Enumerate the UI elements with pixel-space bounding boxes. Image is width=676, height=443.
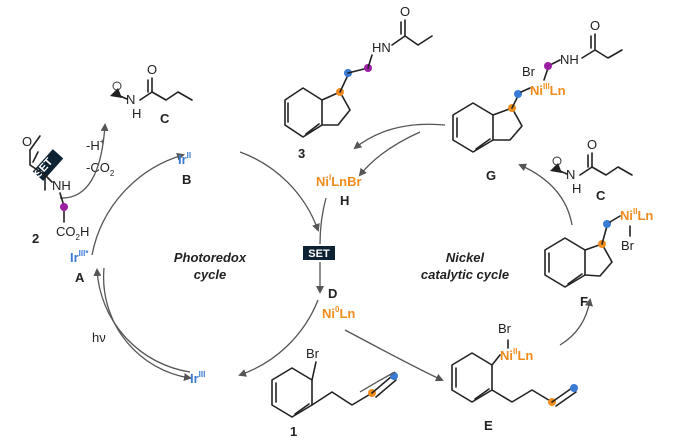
complex-g-nh: NH — [560, 52, 579, 67]
complex-g-purple-dot — [544, 62, 552, 70]
nickel-title-line2: catalytic cycle — [421, 267, 509, 282]
arrow-decarboxylation — [59, 123, 109, 199]
complex-f-nickel: NiIILn — [620, 207, 653, 223]
radical-right-dot-marker — [552, 156, 562, 166]
arrow-b-to-set — [239, 151, 320, 232]
minus-proton: -H+ — [86, 137, 105, 153]
arrow-g-to-product — [353, 123, 446, 150]
acid-co2h: CO2H — [56, 224, 89, 242]
arrow-e-to-f — [559, 298, 593, 346]
set-box-center: SET — [303, 246, 335, 260]
complex-e-nickel: NiIILn — [500, 347, 533, 363]
label-f: F — [580, 294, 588, 309]
photoredox-cycle-arrows — [91, 151, 320, 382]
product-oxygen: O — [400, 4, 410, 19]
complex-f: NiIILn Br F — [544, 207, 653, 309]
complex-f-br: Br — [621, 238, 635, 253]
product-hn: HN — [372, 40, 391, 55]
complex-g: NiIIILn Br NH O G — [452, 18, 623, 183]
radical-right-h: H — [572, 181, 581, 196]
radical-top-n: N — [126, 92, 135, 107]
set-box-bg — [303, 246, 335, 260]
complex-f-blue-dot — [603, 220, 611, 228]
arrow-hv-excitation — [93, 268, 191, 373]
label-c-right: C — [596, 188, 606, 203]
ir-reduced: IrII — [178, 151, 191, 167]
arrow-g-to-h — [358, 131, 421, 177]
label-g: G — [486, 168, 496, 183]
complex-e-blue-dot — [570, 384, 578, 392]
label-3: 3 — [298, 146, 305, 161]
nickel-0-complex: Ni0Ln — [322, 305, 355, 321]
molecule-2-acid: O NH CO2H 2 — [22, 134, 89, 246]
label-b: B — [182, 172, 191, 187]
radical-top-oxygen: O — [147, 62, 157, 77]
radical-dot-marker — [112, 81, 122, 91]
set-box-bg — [32, 149, 64, 181]
radical-wedge — [110, 88, 122, 98]
radical-right-wedge — [550, 163, 562, 173]
light-label: hν — [92, 330, 106, 345]
radical-c-top: O N H C — [110, 62, 193, 126]
label-1: 1 — [290, 424, 297, 439]
label-a: A — [75, 270, 85, 285]
ir-ground: IrIII — [190, 370, 205, 386]
arrow-return — [102, 267, 192, 382]
radical-precursor-dot — [60, 203, 68, 211]
set-label-center: SET — [308, 248, 330, 260]
radical-c-right: O N H C — [550, 137, 633, 203]
acid-nh: NH — [52, 178, 71, 193]
arrow-f-to-g — [518, 163, 573, 226]
ir-excited: IrIII* — [70, 249, 89, 265]
complex-e: Br NiIILn E — [451, 321, 578, 433]
label-e: E — [484, 418, 493, 433]
label-c-top: C — [160, 111, 170, 126]
complex-e-br: Br — [498, 321, 512, 336]
complex-g-blue-dot — [514, 90, 522, 98]
minus-co2: -CO2 — [86, 160, 115, 178]
arrow-to-ir-ground — [238, 299, 319, 377]
aryl-bromide-1: Br 1 — [271, 346, 398, 439]
complex-g-oxygen: O — [590, 18, 600, 33]
complex-g-br: Br — [522, 64, 536, 79]
complex-g-nickel: NiIIILn — [530, 82, 566, 98]
nickel-title-line1: Nickel — [446, 250, 485, 265]
nickel-1-complex: NiILnBr — [316, 173, 362, 189]
product-3: HN O 3 — [284, 4, 433, 161]
photoredox-title-line2: cycle — [194, 267, 227, 282]
acid-oxygen: O — [22, 134, 32, 149]
aryl-bromide-br: Br — [306, 346, 320, 361]
arrow-d-to-e — [344, 329, 444, 382]
radical-right-n: N — [566, 167, 575, 182]
radical-right-oxygen: O — [587, 137, 597, 152]
photoredox-title-line1: Photoredox — [174, 250, 247, 265]
label-2: 2 — [32, 231, 39, 246]
arrow-a-to-b — [91, 152, 185, 256]
label-h: H — [340, 193, 349, 208]
label-d: D — [328, 286, 337, 301]
radical-top-h: H — [132, 106, 141, 121]
arrow-h-to-set — [319, 197, 327, 245]
arrow-substrate-entry — [359, 371, 396, 393]
